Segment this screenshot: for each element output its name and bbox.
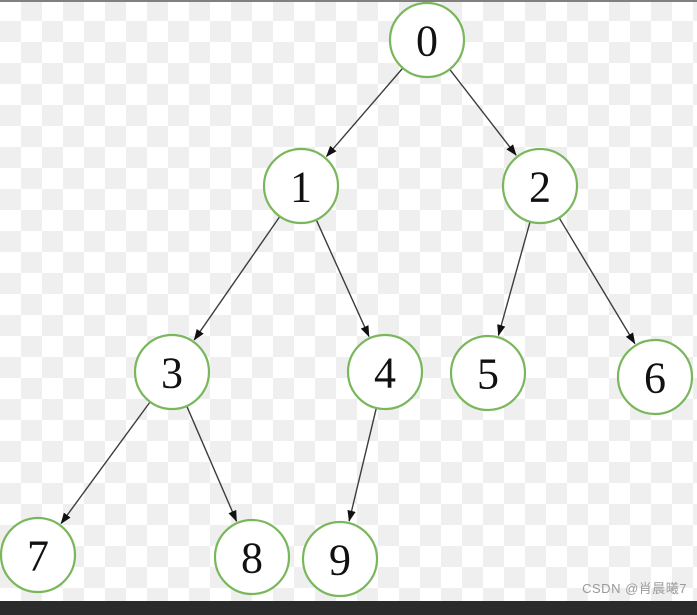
node-label-1: 1	[290, 163, 312, 212]
tree-node-1[interactable]: 1	[262, 147, 340, 225]
node-label-3: 3	[161, 349, 183, 398]
node-circle-4	[346, 333, 424, 411]
edge-1-to-3	[193, 216, 281, 341]
node-circle-5	[449, 334, 527, 412]
tree-node-7[interactable]: 7	[0, 516, 77, 594]
top-divider-rule	[0, 0, 697, 2]
edge-0-to-2	[449, 68, 517, 156]
edge-3-to-8	[186, 405, 238, 522]
node-label-8: 8	[241, 534, 263, 583]
tree-node-6[interactable]: 6	[616, 338, 694, 416]
tree-node-5[interactable]: 5	[449, 334, 527, 412]
node-circle-8	[213, 518, 291, 596]
tree-node-0[interactable]: 0	[388, 1, 466, 79]
node-label-5: 5	[477, 350, 499, 399]
node-circle-9	[301, 520, 379, 598]
tree-node-8[interactable]: 8	[213, 518, 291, 596]
node-circle-7	[0, 516, 77, 594]
edges-layer	[60, 67, 636, 525]
csdn-watermark: CSDN @肖晨曦7	[582, 581, 687, 596]
tree-node-3[interactable]: 3	[133, 333, 211, 411]
tree-node-4[interactable]: 4	[346, 333, 424, 411]
edge-2-to-6	[558, 217, 636, 345]
node-label-4: 4	[374, 349, 396, 398]
node-label-6: 6	[644, 354, 666, 403]
node-label-9: 9	[329, 536, 351, 585]
bottom-bar	[0, 601, 697, 615]
node-circle-1	[262, 147, 340, 225]
node-circle-3	[133, 333, 211, 411]
node-circle-6	[616, 338, 694, 416]
tree-node-9[interactable]: 9	[301, 520, 379, 598]
edge-0-to-1	[325, 67, 404, 158]
nodes-layer: 0 1 2 3 4 5 6 7 8 9	[0, 1, 694, 598]
node-circle-0	[388, 1, 466, 79]
node-label-2: 2	[529, 163, 551, 212]
edge-3-to-7	[60, 401, 151, 525]
node-circle-2	[501, 147, 579, 225]
edge-1-to-4	[315, 219, 370, 338]
node-label-0: 0	[416, 17, 438, 66]
edge-2-to-5	[497, 221, 531, 337]
edge-4-to-9	[347, 407, 378, 522]
tree-node-2[interactable]: 2	[501, 147, 579, 225]
node-label-7: 7	[27, 532, 49, 581]
